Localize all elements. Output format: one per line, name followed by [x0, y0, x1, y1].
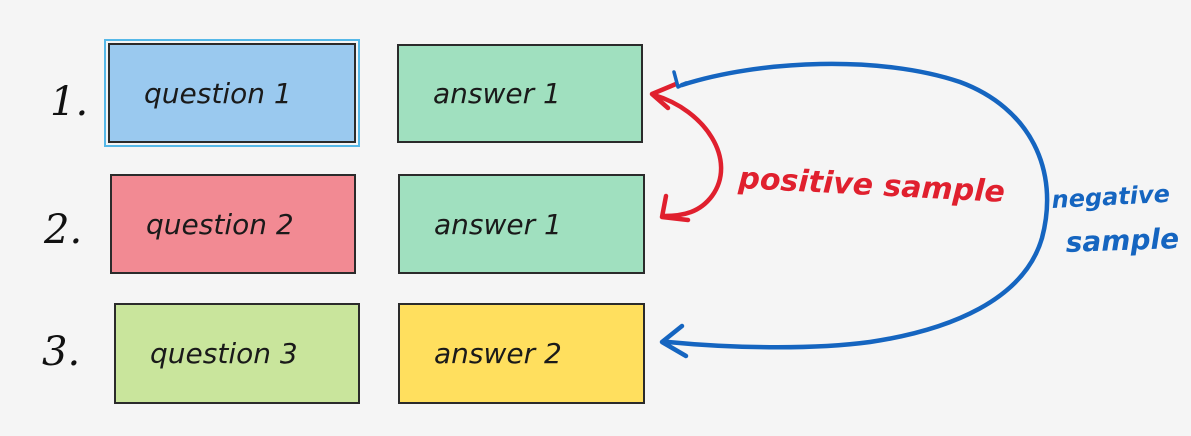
negative-sample-label-line1: negative [1051, 180, 1171, 214]
positive-arrowhead-top [649, 81, 679, 111]
negative-arrowhead [659, 323, 689, 359]
row-number-3: 3. [42, 329, 81, 375]
question-box-1[interactable]: question 1 [104, 39, 360, 147]
negative-sample-arrow [665, 61, 1050, 350]
positive-sample-arrow [651, 92, 724, 219]
negative-arrow-tail [672, 70, 688, 89]
question-box-2[interactable]: question 2 [110, 174, 356, 274]
positive-arrowhead-bottom [659, 193, 691, 223]
negative-sample-label-line2: sample [1065, 222, 1179, 259]
row-number-1: 1. [50, 79, 89, 125]
positive-sample-label: positive sample [737, 161, 1006, 210]
answer-box-3[interactable]: answer 2 [398, 303, 645, 404]
answer-box-1[interactable]: answer 1 [397, 44, 643, 143]
question-box-3[interactable]: question 3 [114, 303, 360, 404]
row-number-2: 2. [44, 207, 83, 253]
answer-box-2[interactable]: answer 1 [398, 174, 645, 274]
